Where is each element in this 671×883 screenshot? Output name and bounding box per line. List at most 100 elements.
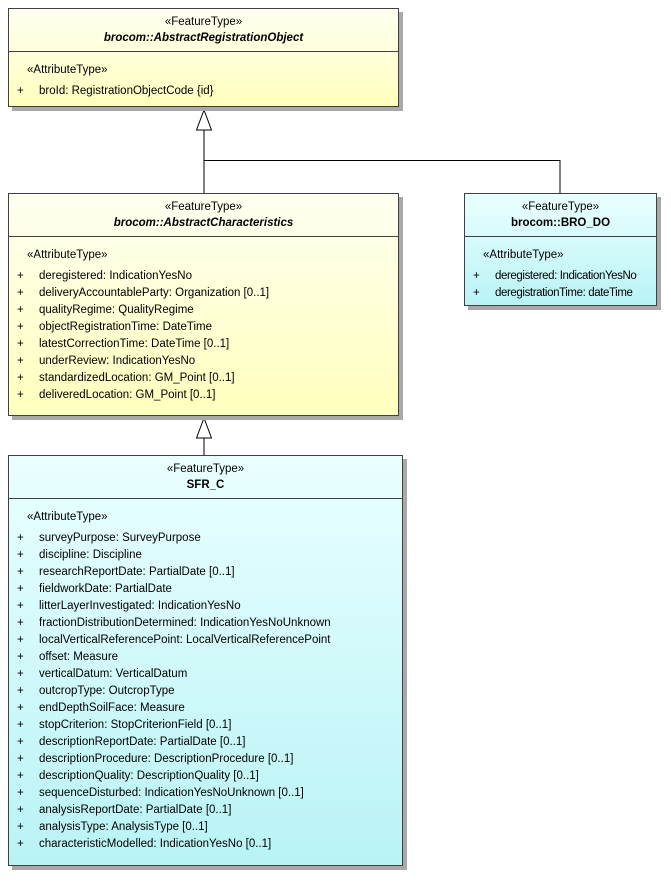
visibility-public-symbol: + [17,549,24,561]
attribute-label: analysisType: AnalysisType [0..1] [39,821,208,833]
class-name: brocom::AbstractRegistrationObject [103,32,304,44]
attribute-row: + endDepthSoilFace: Measure [15,700,396,717]
attribute-label: discipline: Discipline [39,549,142,561]
class-abstract-characteristics[interactable]: «FeatureType» brocom::AbstractCharacteri… [8,193,399,416]
attribute-stereotype: «AttributeType» [27,249,108,261]
visibility-public-symbol: + [17,838,24,850]
attribute-label: endDepthSoilFace: Measure [39,702,185,714]
visibility-public-symbol: + [17,668,24,680]
attribute-row: + localVerticalReferencePoint: LocalVerti… [15,632,396,649]
attribute-row: + objectRegistrationTime: DateTime [15,319,392,336]
attribute-label: broId: RegistrationObjectCode {id} [39,85,214,97]
attribute-row: + stopCriterion: StopCriterionField [0..1… [15,717,396,734]
attribute-label: verticalDatum: VerticalDatum [39,668,188,680]
attribute-label: characteristicModelled: IndicationYesNo … [39,838,272,850]
visibility-public-symbol: + [17,355,24,367]
visibility-public-symbol: + [17,338,24,350]
attribute-row: + underReview: IndicationYesNo [15,353,392,370]
attribute-row: + standardizedLocation: GM_Point [0..1] [15,370,392,387]
attribute-label: litterLayerInvestigated: IndicationYesNo [39,600,241,612]
attribute-row: + descriptionReportDate: PartialDate [0..… [15,734,396,751]
attribute-label: surveyPurpose: SurveyPurpose [39,532,201,544]
attribute-label: deliveredLocation: GM_Point [0..1] [39,389,216,401]
class-abstract-registration-object[interactable]: «FeatureType» brocom::AbstractRegistrati… [8,8,399,107]
attribute-row: + descriptionProcedure: DescriptionProced… [15,751,396,768]
visibility-public-symbol: + [17,736,24,748]
attribute-row: + deregistered: IndicationYesNo [471,268,650,285]
visibility-public-symbol: + [17,821,24,833]
attribute-label: descriptionReportDate: PartialDate [0..1… [39,736,246,748]
attribute-label: sequenceDisturbed: IndicationYesNoUnknow… [39,787,304,799]
attribute-row: + researchReportDate: PartialDate [0..1] [15,564,396,581]
attribute-label: objectRegistrationTime: DateTime [39,321,212,333]
visibility-public-symbol: + [17,583,24,595]
visibility-public-symbol: + [17,634,24,646]
attribute-label: underReview: IndicationYesNo [39,355,196,367]
attribute-label: analysisReportDate: PartialDate [0..1] [39,804,232,816]
class-header: «FeatureType» brocom::AbstractRegistrati… [9,9,398,52]
attribute-label: descriptionProcedure: DescriptionProcedu… [39,753,294,765]
class-sfr-c[interactable]: «FeatureType» SFR_C «AttributeType» +sur… [8,455,403,866]
attribute-list: + deregistered: IndicationYesNo +deliveryA… [15,268,392,404]
generalization-arrowhead-icon [195,416,213,439]
class-name: brocom::AbstractCharacteristics [113,217,294,229]
attribute-row: +deliveredLocation: GM_Point [0..1] [15,387,392,404]
visibility-public-symbol: + [17,600,24,612]
visibility-public-symbol: + [17,702,24,714]
class-header: «FeatureType» brocom::BRO_DO [465,194,656,237]
class-stereotype: «FeatureType» [164,201,243,213]
attribute-label: standardizedLocation: GM_Point [0..1] [39,372,235,384]
class-name: brocom::BRO_DO [510,217,611,229]
visibility-public-symbol: + [17,685,24,697]
attribute-list: + deregistered: IndicationYesNo +deregistr… [471,268,650,302]
attribute-label: fractionDistributionDetermined: Indicati… [39,617,331,629]
attribute-label: deregistered: IndicationYesNo [39,270,193,282]
attribute-row: + fieldworkDate: PartialDate [15,581,396,598]
attribute-label: stopCriterion: StopCriterionField [0..1] [39,719,232,731]
visibility-public-symbol: + [473,270,480,282]
attribute-row: +descriptionQuality: DescriptionQuality … [15,768,396,785]
attribute-row: + litterLayerInvestigated: IndicationYesN… [15,598,396,615]
class-header: «FeatureType» SFR_C [9,456,402,499]
attribute-row: +fractionDistributionDetermined: Indicat… [15,615,396,632]
class-name: SFR_C [186,479,225,491]
visibility-public-symbol: + [17,651,24,663]
attribute-compartment: «AttributeType» +surveyPurpose: SurveyPu… [9,499,402,859]
attribute-row: + surveyPurpose: SurveyPurpose [15,530,396,547]
attribute-stereotype: «AttributeType» [483,249,564,261]
attribute-label: researchReportDate: PartialDate [0..1] [39,566,235,578]
attribute-label: fieldworkDate: PartialDate [39,583,172,595]
class-header: «FeatureType» brocom::AbstractCharacteri… [9,194,398,237]
attribute-label: localVerticalReferencePoint: LocalVertic… [39,634,331,646]
attribute-label: offset: Measure [39,651,119,663]
attribute-row: + verticalDatum: VerticalDatum [15,666,396,683]
attribute-row: + characteristicModelled: IndicationYesNo… [15,836,396,853]
visibility-public-symbol: + [17,304,24,316]
class-stereotype: «FeatureType» [164,16,243,28]
visibility-public-symbol: + [17,719,24,731]
attribute-label: outcropType: OutcropType [39,685,175,697]
class-stereotype: «FeatureType» [521,201,600,213]
visibility-public-symbol: + [17,287,24,299]
attribute-label: qualityRegime: QualityRegime [39,304,194,316]
attribute-row: +broId: RegistrationObjectCode {id} [15,83,392,100]
generalization-connector [204,160,561,193]
visibility-public-symbol: + [17,753,24,765]
visibility-public-symbol: + [17,566,24,578]
visibility-public-symbol: + [17,532,24,544]
attribute-list: + surveyPurpose: SurveyPurpose + discipline… [15,530,396,853]
attribute-row: +deregistrationTime: dateTime [471,285,650,302]
attribute-label: deregistered: IndicationYesNo [495,270,637,282]
attribute-stereotype: «AttributeType» [27,64,108,76]
attribute-row: +deliveryAccountableParty: Organization … [15,285,392,302]
attribute-label: latestCorrectionTime: DateTime [0..1] [39,338,230,350]
visibility-public-symbol: + [17,372,24,384]
class-stereotype: «FeatureType» [166,463,245,475]
class-bro-do[interactable]: «FeatureType» brocom::BRO_DO «AttributeT… [464,193,657,306]
visibility-public-symbol: + [17,270,24,282]
attribute-list: +broId: RegistrationObjectCode {id} [15,83,392,100]
attribute-row: + latestCorrectionTime: DateTime [0..1] [15,336,392,353]
visibility-public-symbol: + [17,321,24,333]
attribute-label: deregistrationTime: dateTime [495,287,633,299]
visibility-public-symbol: + [17,770,24,782]
